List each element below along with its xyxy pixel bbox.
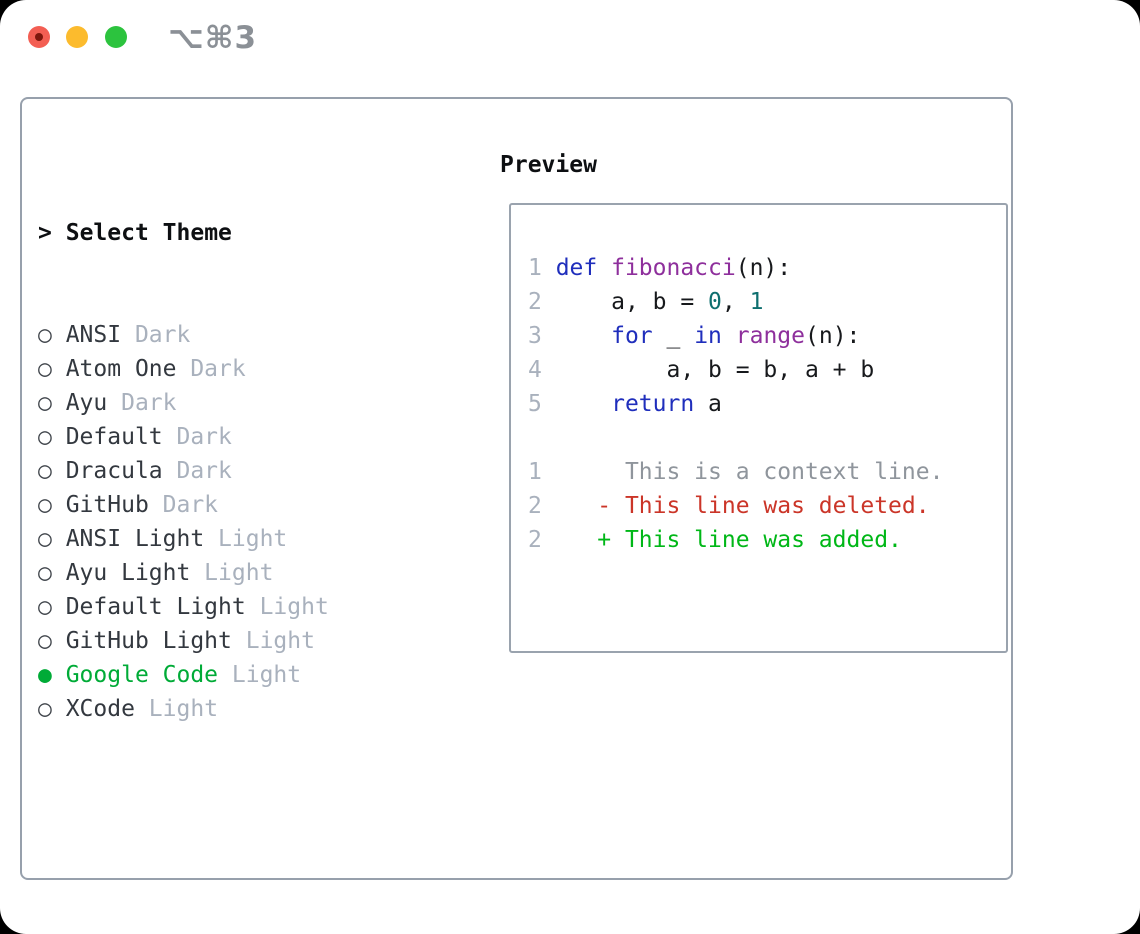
radio-icon: ○ <box>38 628 66 654</box>
code-line: 3 for _ in range(n): <box>528 323 861 349</box>
titlebar: ⌥⌘3 <box>0 0 1140 75</box>
zoom-button[interactable] <box>105 26 127 48</box>
theme-option-ayu-light[interactable]: ○ Ayu Light Light <box>38 560 274 586</box>
code-line: 1 def fibonacci(n): <box>528 255 792 281</box>
radio-icon: ○ <box>38 594 66 620</box>
theme-option-ansi[interactable]: ○ ANSI Dark <box>38 322 191 348</box>
apply-to-section: Apply To ● User Settings○ Workspace Sett… <box>38 828 478 934</box>
code-line: 2 + This line was added. <box>528 527 902 553</box>
theme-option-google-code[interactable]: ● Google Code Light <box>38 662 302 688</box>
radio-icon: ○ <box>38 560 66 586</box>
radio-icon: ○ <box>38 696 66 722</box>
code-line <box>528 421 1006 455</box>
theme-option-default[interactable]: ○ Default Dark <box>38 424 232 450</box>
cursor-icon: > <box>38 220 52 246</box>
theme-option-github-light[interactable]: ○ GitHub Light Light <box>38 628 315 654</box>
radio-icon: ○ <box>38 424 66 450</box>
radio-icon: ○ <box>38 322 66 348</box>
radio-icon: ○ <box>38 390 66 416</box>
window-title: ⌥⌘3 <box>168 20 258 56</box>
preview-code: 1 def fibonacci(n): 2 a, b = 0, 1 3 for _ … <box>528 251 1006 557</box>
close-button[interactable] <box>28 26 50 48</box>
theme-dialog: > Select Theme ○ ANSI Dark ○ Atom One Dar… <box>20 97 1013 880</box>
theme-option-github[interactable]: ○ GitHub Dark <box>38 492 219 518</box>
code-line: 4 a, b = b, a + b <box>528 357 875 383</box>
theme-option-ansi-light[interactable]: ○ ANSI Light Light <box>38 526 288 552</box>
theme-option-xcode[interactable]: ○ XCode Light <box>38 696 219 722</box>
theme-option-ayu[interactable]: ○ Ayu Dark <box>38 390 177 416</box>
radio-icon: ○ <box>38 526 66 552</box>
code-line: 2 a, b = 0, 1 <box>528 289 764 315</box>
theme-picker: > Select Theme ○ ANSI Dark ○ Atom One Dar… <box>38 148 478 934</box>
theme-option-dracula[interactable]: ○ Dracula Dark <box>38 458 232 484</box>
close-dot-icon <box>35 33 43 41</box>
apply-to-title: Apply To <box>38 930 478 934</box>
theme-option-atom-one[interactable]: ○ Atom One Dark <box>38 356 246 382</box>
radio-icon: ○ <box>38 458 66 484</box>
radio-icon: ○ <box>38 356 66 382</box>
theme-option-default-light[interactable]: ○ Default Light Light <box>38 594 329 620</box>
code-line: 2 - This line was deleted. <box>528 493 930 519</box>
preview-box: 1 def fibonacci(n): 2 a, b = 0, 1 3 for _ … <box>509 203 1008 653</box>
select-theme-title: Select Theme <box>65 220 232 246</box>
preview-title: Preview <box>500 152 597 178</box>
radio-icon: ○ <box>38 492 66 518</box>
select-theme-header: > Select Theme <box>38 216 478 250</box>
minimize-button[interactable] <box>66 26 88 48</box>
theme-list: ○ ANSI Dark ○ Atom One Dark ○ Ayu Dark ○ De… <box>38 318 478 726</box>
code-line: 5 return a <box>528 391 722 417</box>
radio-icon: ● <box>38 662 66 688</box>
code-line: 1 This is a context line. <box>528 459 944 485</box>
